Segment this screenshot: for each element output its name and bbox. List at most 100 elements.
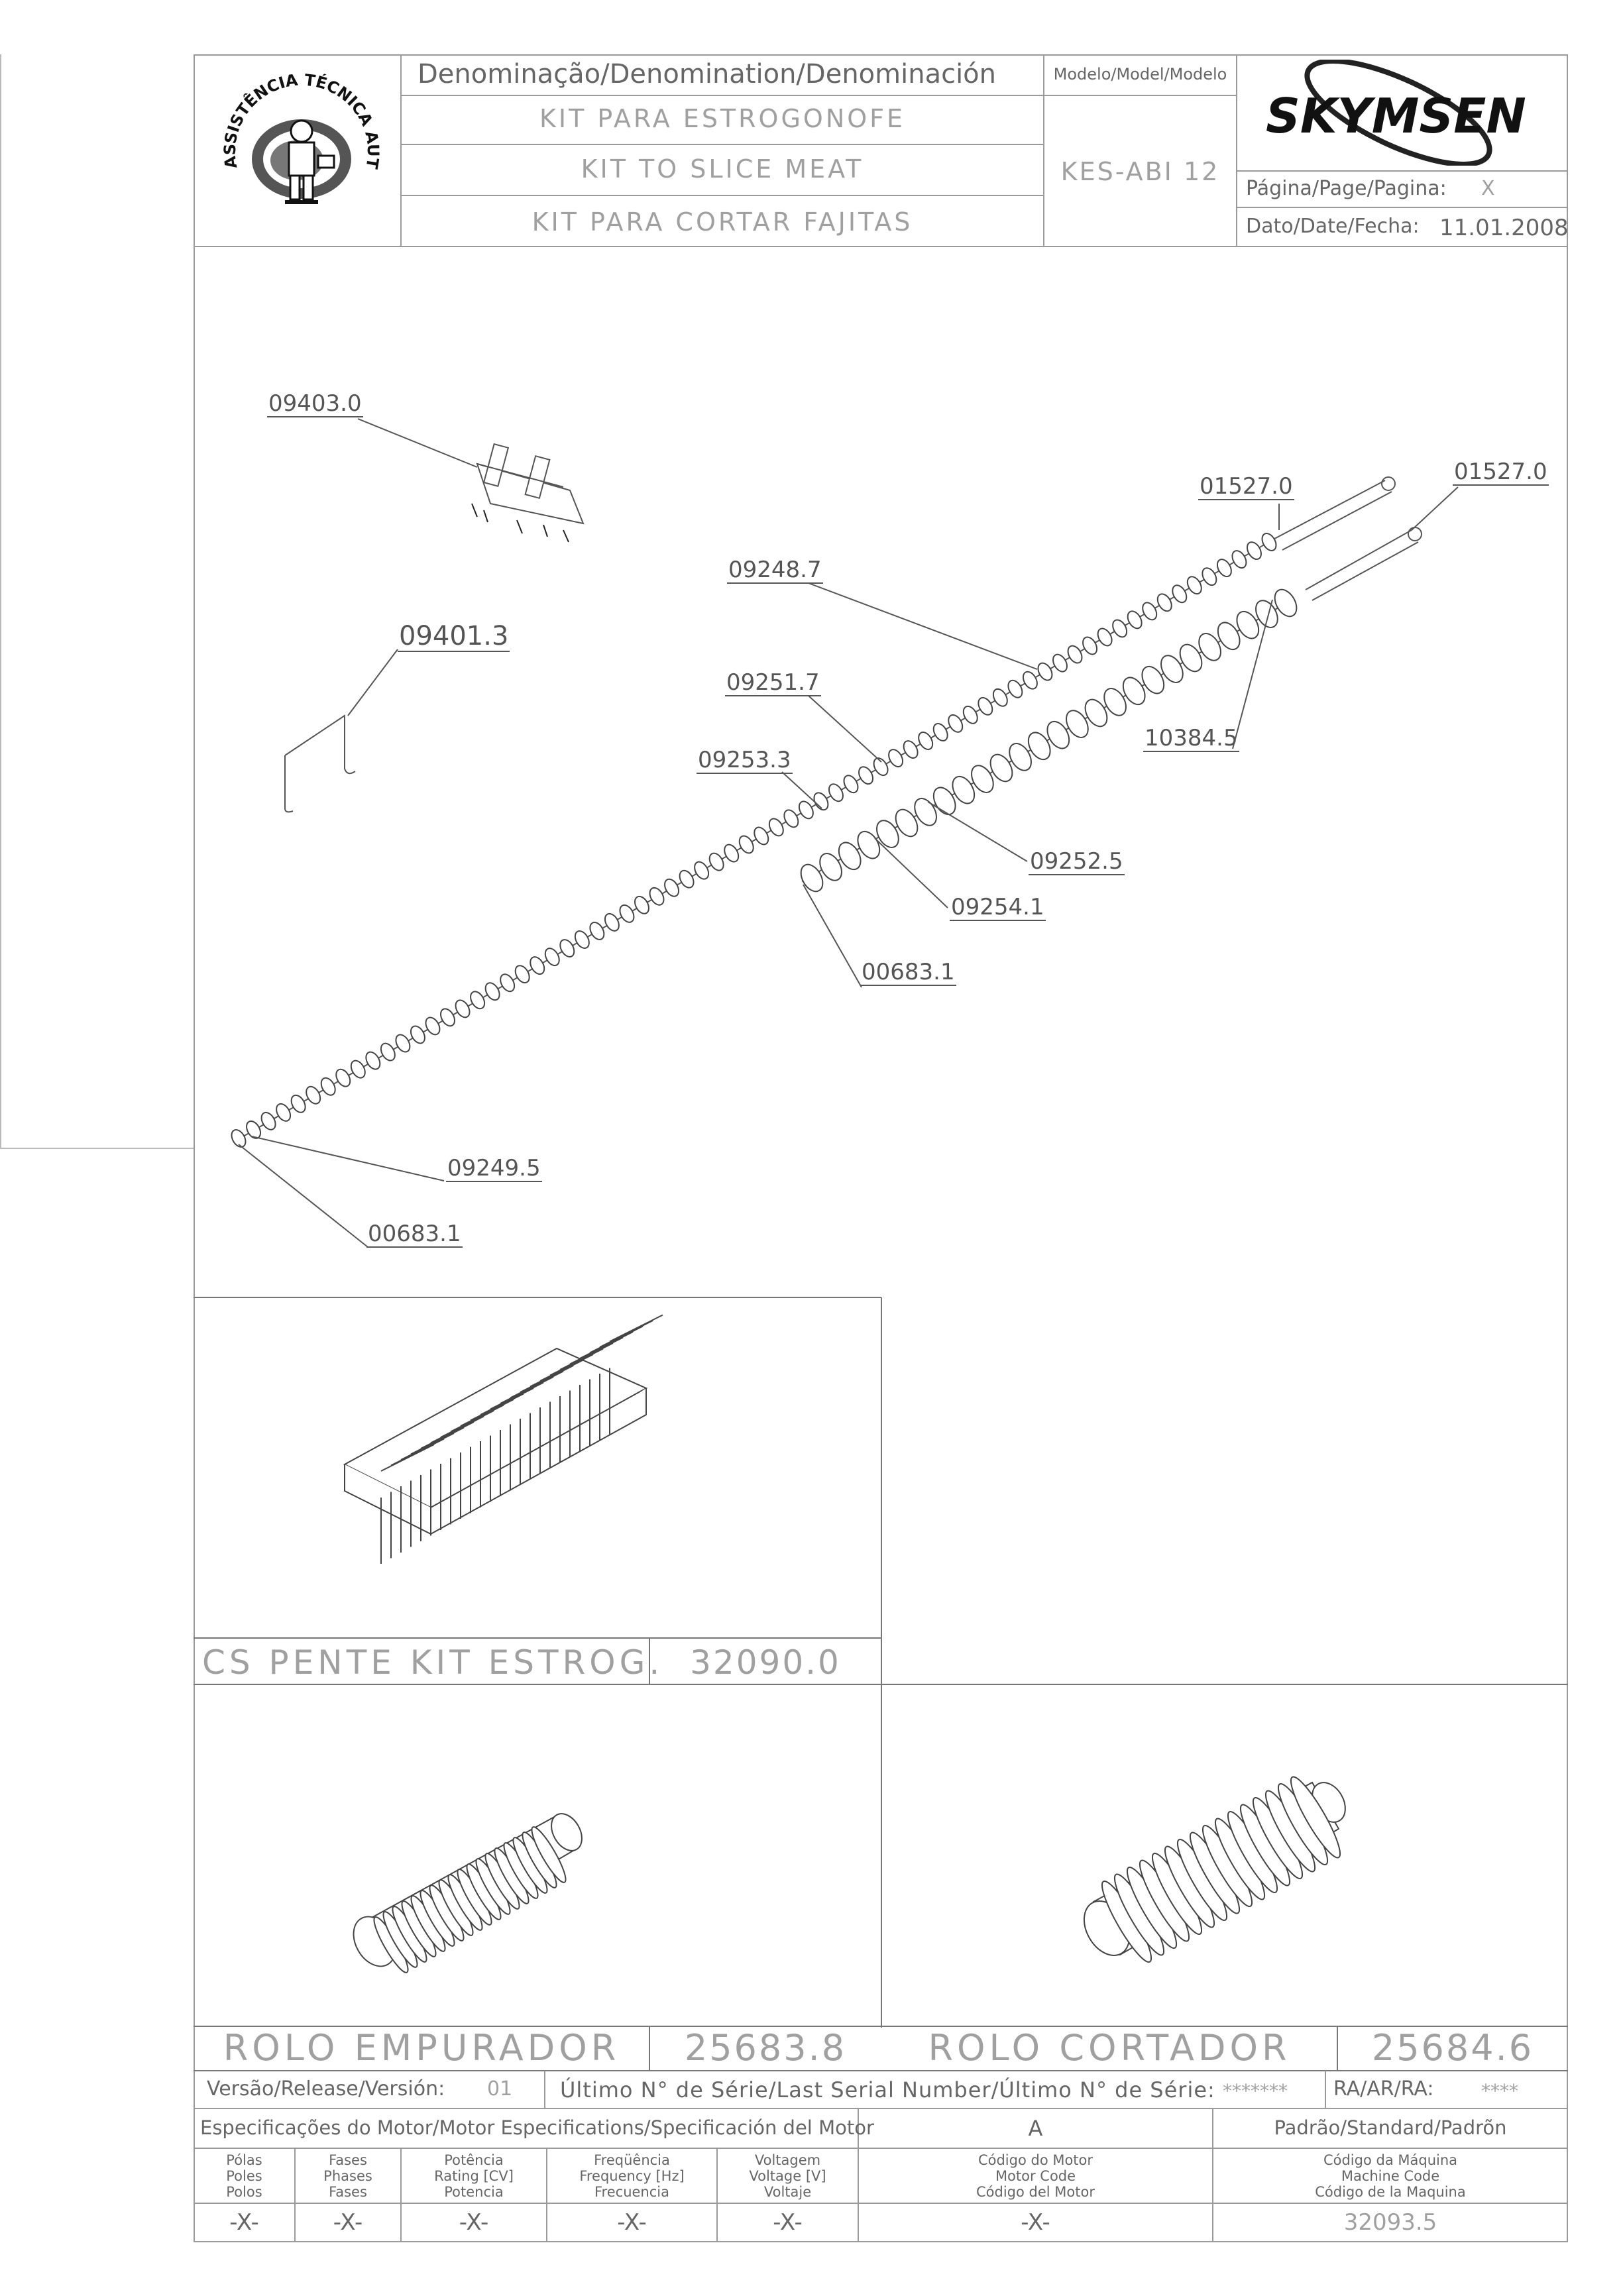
part-label-brush: 09403.0	[267, 390, 363, 417]
serial-value: *******	[1223, 2080, 1288, 2102]
part-label-disc-a: 09252.5	[1029, 848, 1125, 875]
footer-col-header-en: Voltage [V]	[749, 2168, 826, 2184]
drawing-element	[895, 808, 919, 838]
drawing-element	[1066, 710, 1089, 738]
drawing-element	[380, 1042, 396, 1062]
footer-col-header-en: Rating [CV]	[434, 2168, 514, 2184]
drawing-element	[1141, 665, 1165, 694]
drawing-element	[544, 948, 560, 967]
footer-col-header-es: Polos	[226, 2184, 262, 2200]
drawing-element	[559, 939, 575, 957]
drawing-element	[1160, 655, 1184, 683]
drawing-element	[609, 1314, 663, 1342]
model-label: Modelo/Model/Modelo	[1053, 65, 1227, 83]
drawing-element	[1022, 671, 1038, 690]
drawing-element	[440, 1008, 455, 1027]
denomination-label: Denominação/Denomination/Denominación	[418, 59, 997, 89]
drawing-element	[276, 1103, 292, 1122]
drawing-element	[1255, 600, 1278, 628]
footer-col-header-en: Frequency [Hz]	[579, 2168, 685, 2184]
drawing-element	[619, 904, 635, 923]
drawing-element	[1067, 645, 1083, 664]
footer-col-header-en: Motor Code	[995, 2168, 1076, 2184]
drawing-element	[1112, 619, 1128, 638]
hook-part	[284, 714, 356, 813]
drawing-element	[1127, 610, 1143, 629]
drawing-element	[484, 982, 500, 1001]
drawing-element	[679, 869, 695, 889]
drawing-element	[738, 835, 754, 854]
drawing-element	[260, 1111, 276, 1130]
part-label-bolt-1: 01527.0	[1198, 473, 1294, 500]
drawing-element	[1186, 576, 1202, 595]
drawing-element	[531, 1826, 567, 1883]
drawing-element	[876, 820, 899, 848]
cutter-name: ROLO CORTADOR	[928, 2027, 1291, 2069]
part-label-washer-c: 09253.3	[697, 747, 793, 774]
drawing-element	[1009, 743, 1032, 771]
drawing-element	[1027, 732, 1051, 761]
comb-code: 32090.0	[690, 1643, 841, 1682]
drawing-element	[231, 1129, 247, 1148]
serial-label: Último N° de Série/Last Serial Number/Úl…	[560, 2077, 1215, 2103]
footer-col-header-pt: Código do Motor	[978, 2152, 1093, 2168]
drawing-element	[694, 861, 710, 880]
drawing-element	[819, 853, 842, 881]
drawing-element	[500, 973, 516, 993]
pusher-code: 25683.8	[684, 2027, 847, 2069]
drawing-element	[455, 999, 471, 1018]
drawing-element	[306, 1085, 321, 1105]
drawing-element	[589, 922, 605, 940]
cutter-code: 25684.6	[1371, 2027, 1534, 2069]
trim-line-mid	[0, 1148, 194, 1149]
footer-col-header-es: Frecuencia	[594, 2184, 669, 2200]
footer-col-header-pt: Freqüência	[594, 2152, 670, 2168]
comb-name: CS PENTE KIT ESTROG.	[202, 1643, 664, 1682]
drawing-element	[989, 753, 1013, 783]
footer-col-value: 32093.5	[1343, 2209, 1437, 2236]
part-label-washer-d: 10384.5	[1143, 725, 1239, 752]
page-value: X	[1481, 177, 1495, 200]
footer-col-header-es: Voltaje	[763, 2184, 812, 2200]
pusher-roller-drawing	[353, 1813, 583, 1973]
drawing-element	[971, 765, 994, 793]
drawing-element	[1082, 636, 1098, 655]
drawing-element	[410, 1025, 425, 1044]
footer-col-header-pt: Potência	[444, 2152, 504, 2168]
brand-name: SKYMSEN	[1266, 88, 1526, 144]
drawing-element	[838, 842, 862, 871]
date-value: 11.01.2008	[1439, 215, 1569, 241]
drawing-element	[425, 1016, 441, 1036]
footer-col-header-es: Código de la Maquina	[1315, 2184, 1466, 2200]
part-label-nut-2: 00683.1	[366, 1221, 463, 1248]
pusher-name: ROLO EMPURADOR	[223, 2027, 620, 2069]
drawing-element	[783, 809, 799, 828]
drawing-element	[1274, 588, 1298, 618]
version-value: 01	[487, 2077, 513, 2101]
drawing-element	[290, 1094, 306, 1113]
part-label-washer-b: 09251.7	[725, 669, 821, 696]
drawing-element	[1007, 679, 1023, 698]
motor-spec-label: Especificações do Motor/Motor Especifica…	[200, 2116, 874, 2139]
drawing-element	[1156, 593, 1172, 612]
drawing-element	[914, 798, 937, 826]
footer-col-value: -X-	[229, 2209, 259, 2236]
drawing-element	[724, 844, 740, 863]
drawing-element	[395, 1034, 411, 1053]
drawing-element	[768, 818, 784, 837]
motor-spec-value: A	[1028, 2116, 1043, 2141]
drawing-element	[888, 749, 904, 768]
drawing-element	[798, 800, 814, 820]
page-label: Página/Page/Pagina:	[1246, 177, 1447, 200]
comb-drawing	[343, 1314, 663, 1564]
drawing-element	[932, 787, 956, 816]
drawing-element	[574, 930, 590, 949]
footer-col-header-en: Poles	[226, 2168, 262, 2184]
part-label-nut-1: 00683.1	[860, 959, 956, 986]
drawing-element	[530, 956, 545, 975]
ra-value: ****	[1481, 2080, 1518, 2102]
